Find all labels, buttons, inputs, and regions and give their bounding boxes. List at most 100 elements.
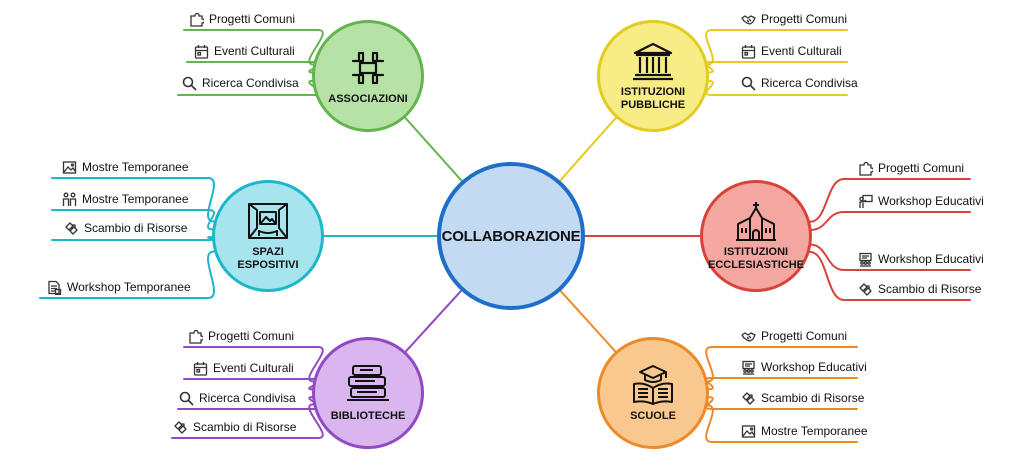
node-biblioteche: BIBLIOTECHE bbox=[312, 337, 424, 449]
people-icon bbox=[62, 192, 77, 206]
leaf-label: Eventi Culturali bbox=[761, 44, 842, 58]
node-associazioni: ASSOCIAZIONI bbox=[312, 20, 424, 132]
branch-spazi_espositivi-2 bbox=[51, 236, 215, 241]
leaf-item: Workshop Educativi bbox=[741, 359, 867, 375]
leaf-item: Eventi Culturali bbox=[194, 43, 295, 59]
leaf-label: Eventi Culturali bbox=[214, 44, 295, 58]
leaf-item: Scambio di Risorse bbox=[858, 281, 981, 297]
magnifier-icon bbox=[179, 391, 194, 406]
open-book-graduation-icon bbox=[633, 364, 673, 405]
leaf-item: Scambio di Risorse bbox=[64, 220, 187, 236]
center-label: COLLABORAZIONE bbox=[441, 227, 581, 245]
leaf-item: Eventi Culturali bbox=[193, 360, 294, 376]
leaf-item: Mostre Temporanee bbox=[62, 191, 189, 207]
leaf-label: Mostre Temporanee bbox=[761, 424, 868, 438]
branch-biblioteche-0 bbox=[183, 346, 324, 383]
node-spazi-espositivi: SPAZI ESPOSITIVI bbox=[212, 180, 324, 292]
branch-biblioteche-3 bbox=[171, 403, 324, 439]
node-label: ISTITUZIONI PUBBLICHE bbox=[620, 86, 686, 111]
document-icon bbox=[48, 280, 62, 295]
leaf-item: Ricerca Condivisa bbox=[179, 390, 296, 406]
leaf-item: Progetti Comuni bbox=[741, 328, 847, 344]
church-icon bbox=[736, 202, 776, 241]
leaf-item: Workshop Temporanee bbox=[47, 279, 191, 295]
branch-istituzioni_ecclesiastiche-0 bbox=[809, 178, 971, 223]
leaf-label: Scambio di Risorse bbox=[193, 420, 297, 434]
leaf-label: Scambio di Risorse bbox=[878, 282, 982, 296]
calendar-icon bbox=[741, 44, 756, 59]
leaf-item: Mostre Temporanee bbox=[741, 423, 868, 439]
leaf-label: Ricerca Condivisa bbox=[202, 76, 299, 90]
connector-center-istituzioni_pubbliche bbox=[559, 116, 617, 182]
center-node-collaborazione: COLLABORAZIONE bbox=[437, 162, 585, 310]
puzzle-icon bbox=[859, 161, 873, 176]
picture-icon bbox=[62, 160, 77, 174]
leaf-label: Ricerca Condivisa bbox=[761, 76, 858, 90]
branch-istituzioni_pubbliche-2 bbox=[705, 79, 848, 96]
branch-spazi_espositivi-3 bbox=[39, 250, 215, 299]
exchange-icon bbox=[174, 420, 187, 434]
leaf-item: Progetti Comuni bbox=[858, 160, 964, 176]
branch-scuole-0 bbox=[705, 346, 858, 383]
leaf-label: Workshop Educativi bbox=[761, 360, 867, 374]
leaf-label: Progetti Comuni bbox=[209, 12, 296, 26]
branch-istituzioni_pubbliche-1 bbox=[705, 61, 848, 74]
leaf-item: Scambio di Risorse bbox=[173, 419, 296, 435]
leaf-label: Ricerca Condivisa bbox=[199, 391, 296, 405]
gallery-icon bbox=[248, 203, 288, 239]
exchange-icon bbox=[65, 221, 78, 235]
presenter-icon bbox=[859, 194, 873, 208]
branch-istituzioni_pubbliche-0 bbox=[705, 29, 848, 66]
classroom-icon bbox=[742, 360, 755, 375]
handshake-icon bbox=[741, 14, 756, 25]
hands-together-icon bbox=[351, 51, 385, 84]
node-label: SCUOLE bbox=[630, 409, 676, 422]
connector-center-scuole bbox=[559, 289, 617, 353]
leaf-label: Scambio di Risorse bbox=[761, 391, 865, 405]
books-icon bbox=[347, 364, 389, 401]
leaf-item: Workshop Educativi bbox=[858, 251, 984, 267]
connector-center-biblioteche bbox=[404, 289, 463, 353]
leaf-label: Mostre Temporanee bbox=[82, 160, 189, 174]
magnifier-icon bbox=[741, 76, 756, 91]
node-label: ASSOCIAZIONI bbox=[328, 92, 408, 105]
branch-istituzioni_ecclesiastiche-1 bbox=[809, 211, 971, 231]
leaf-item: Progetti Comuni bbox=[188, 328, 294, 344]
leaf-label: Workshop Educativi bbox=[878, 252, 984, 266]
leaf-label: Workshop Temporanee bbox=[67, 280, 191, 294]
puzzle-icon bbox=[190, 12, 204, 27]
branch-istituzioni_ecclesiastiche-3 bbox=[809, 251, 971, 301]
leaf-label: Progetti Comuni bbox=[761, 12, 848, 26]
branch-scuole-1 bbox=[705, 377, 858, 391]
government-building-icon bbox=[633, 42, 673, 81]
connector-center-associazioni bbox=[404, 116, 463, 182]
leaf-item: Progetti Comuni bbox=[741, 11, 847, 27]
node-istituzioni-ecclesiastiche: ISTITUZIONI ECCLESIASTICHE bbox=[700, 180, 812, 292]
handshake-icon bbox=[741, 331, 756, 342]
magnifier-icon bbox=[182, 76, 197, 91]
leaf-item: Ricerca Condivisa bbox=[741, 75, 858, 91]
exchange-icon bbox=[859, 282, 872, 296]
calendar-icon bbox=[194, 44, 209, 59]
leaf-item: Eventi Culturali bbox=[741, 43, 842, 59]
branch-spazi_espositivi-1 bbox=[51, 209, 215, 231]
branch-associazioni-0 bbox=[183, 29, 324, 66]
branch-associazioni-1 bbox=[186, 61, 324, 74]
branch-biblioteche-1 bbox=[183, 378, 324, 391]
leaf-item: Workshop Educativi bbox=[858, 193, 984, 209]
leaf-label: Progetti Comuni bbox=[761, 329, 848, 343]
branch-spazi_espositivi-0 bbox=[51, 177, 215, 223]
leaf-label: Mostre Temporanee bbox=[82, 192, 189, 206]
branch-scuole-3 bbox=[705, 404, 858, 443]
leaf-label: Workshop Educativi bbox=[878, 194, 984, 208]
leaf-label: Eventi Culturali bbox=[213, 361, 294, 375]
branch-istituzioni_ecclesiastiche-2 bbox=[809, 243, 971, 271]
puzzle-icon bbox=[189, 329, 203, 344]
leaf-item: Progetti Comuni bbox=[189, 11, 295, 27]
leaf-item: Mostre Temporanee bbox=[62, 159, 189, 175]
node-label: ISTITUZIONI ECCLESIASTICHE bbox=[708, 246, 804, 271]
node-istituzioni-pubbliche: ISTITUZIONI PUBBLICHE bbox=[597, 20, 709, 132]
leaf-item: Ricerca Condivisa bbox=[182, 75, 299, 91]
classroom-icon bbox=[859, 252, 872, 267]
